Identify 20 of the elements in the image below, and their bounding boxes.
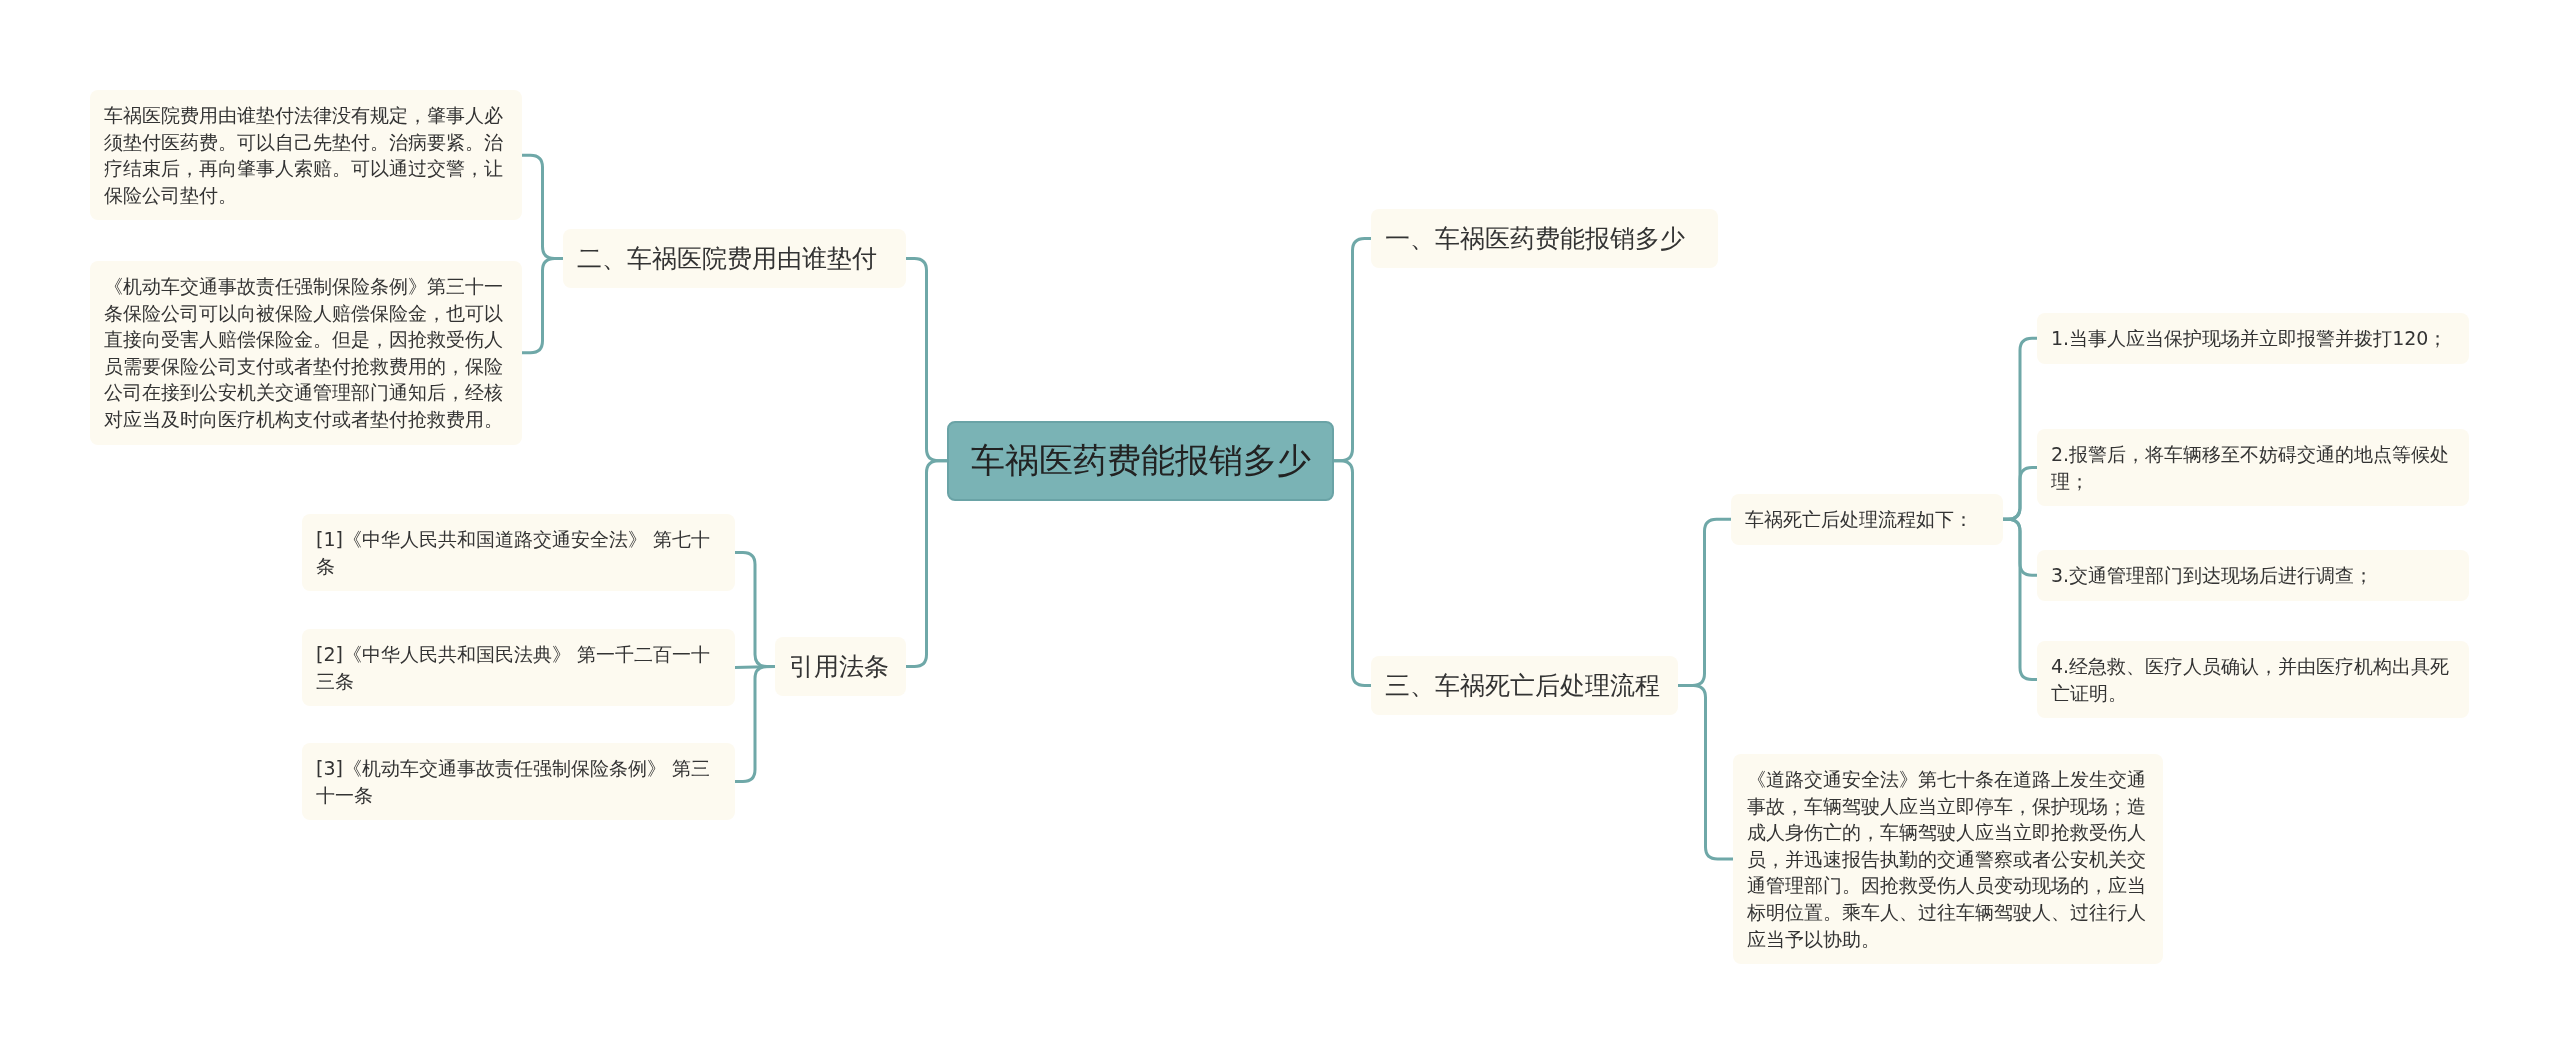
note-box: 4.经急救、医疗人员确认，并由医疗机构出具死亡证明。 [2037, 641, 2469, 719]
topic-box: 引用法条 [775, 637, 906, 696]
note-box: [2]《中华人民共和国民法典》 第一千二百一十三条 [302, 629, 735, 707]
note-box: 《机动车交通事故责任强制保险条例》第三十一条保险公司可以向被保险人赔偿保险金，也可以直接向受害人赔偿保险金。但是，因抢救受伤人员需要保险公司支付或者垫付抢救费用的，保险公司在接到公安机关交通管理部门通知后，经核对应当及时向医疗机构支付或者垫付抢救费用。 [90, 261, 522, 445]
note-box: 3.交通管理部门到达现场后进行调查； [2037, 550, 2469, 601]
note-box: [3]《机动车交通事故责任强制保险条例》 第三十一条 [302, 743, 735, 821]
topic-box: 三、车祸死亡后处理流程 [1371, 656, 1678, 715]
topic-box: 二、车祸医院费用由谁垫付 [563, 229, 906, 288]
connector [1334, 459, 1371, 687]
topic-box: 一、车祸医药费能报销多少 [1371, 209, 1718, 268]
note-box: 车祸死亡后处理流程如下： [1731, 494, 2003, 545]
connector [735, 665, 775, 784]
note-box: 车祸医院费用由谁垫付法律没有规定，肇事人必须垫付医药费。可以自己先垫付。治病要紧。治疗结束后，再向肇事人索赔。可以通过交警，让保险公司垫付。 [90, 90, 522, 221]
connector [906, 459, 947, 668]
note-box: 《道路交通安全法》第七十条在道路上发生交通事故，车辆驾驶人应当立即停车，保护现场；造成人身伤亡的，车辆驾驶人应当立即抢救受伤人员，并迅速报告执勤的交通警察或者公安机关交通管理部门。因抢救受伤人员变动现场的，应当标明位置。乘车人、过往车辆驾驶人、过往行人应当予以协助。 [1733, 754, 2163, 965]
note-box: 1.当事人应当保护现场并立即报警并拨打120； [2037, 313, 2469, 364]
connector [522, 257, 563, 355]
note-box: [1]《中华人民共和国道路交通安全法》 第七十条 [302, 514, 735, 592]
central-topic: 车祸医药费能报销多少 [947, 421, 1334, 501]
note-box: 2.报警后，将车辆移至不妨碍交通的地点等候处理； [2037, 429, 2469, 507]
